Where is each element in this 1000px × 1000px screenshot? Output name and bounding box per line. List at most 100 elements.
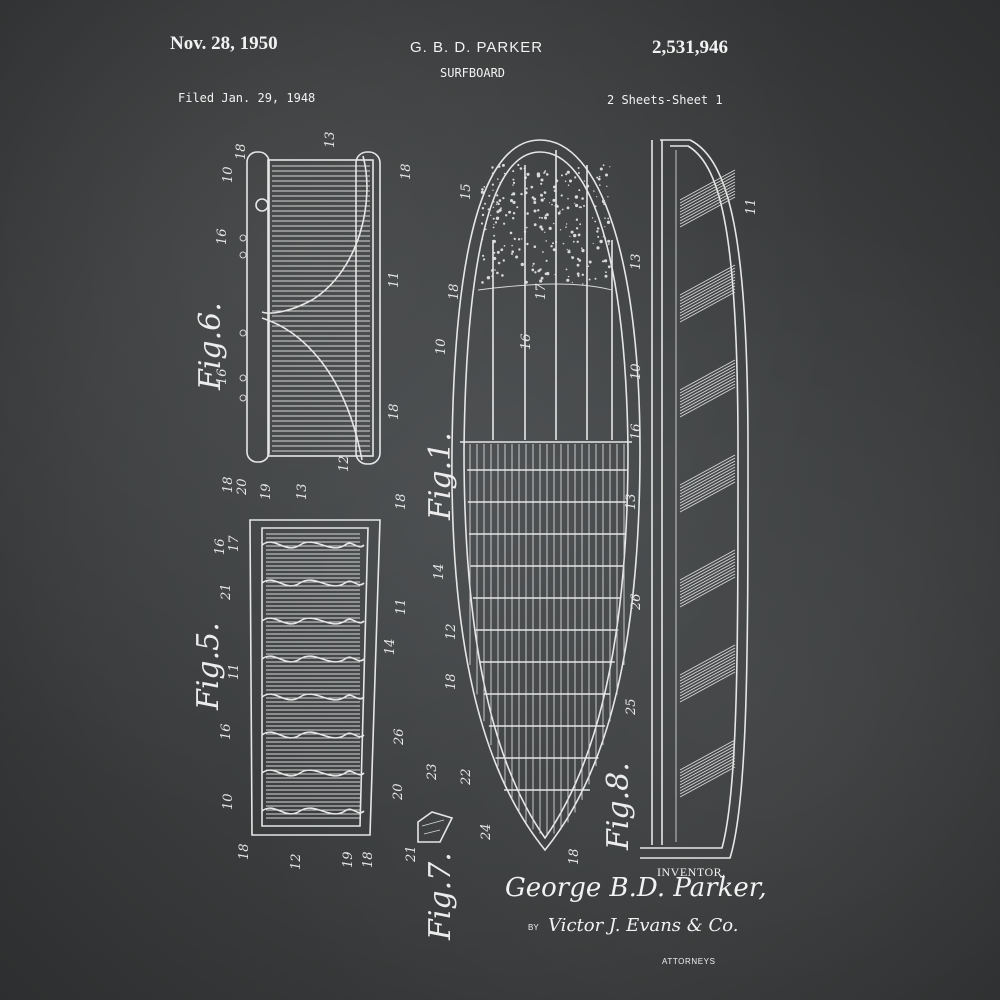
hatch-line [679,766,736,798]
hatch-line [679,288,736,320]
speckle-dot [484,228,487,231]
speckle-dot [493,251,496,254]
hatch-line [679,647,736,679]
speckle-dot [550,245,553,248]
ref-numeral: 12 [337,455,352,472]
ref-numeral: 20 [235,478,250,496]
speckle-dot [552,222,555,225]
speckle-dot [532,262,535,265]
corrugation-wave [261,655,365,663]
speckle-dot [488,194,491,197]
ref-numeral: 25 [624,698,639,716]
hatch-line [679,460,736,492]
hatch-line [679,760,736,792]
speckle-dot [526,226,528,229]
speckle-dot [539,279,543,283]
speckle-dot [492,217,495,220]
speckle-dot [566,248,568,251]
hatch-line [679,742,736,774]
speckle-dot [599,239,603,244]
speckle-dot [533,201,537,204]
speckle-dot [491,183,494,186]
speckle-dot [541,228,544,231]
speckle-dot [493,223,495,225]
speckle-dot [540,198,544,202]
ref-numeral: 10 [629,363,644,380]
ref-numeral: 21 [404,845,419,863]
speckle-dot [577,167,580,169]
speckle-dot [546,173,549,176]
hatch-line [679,362,736,394]
speckle-dot [512,170,515,173]
speckle-dot [541,216,544,219]
speckle-dot [551,203,553,206]
sheet-count: 2 Sheets-Sheet 1 [607,93,723,107]
speckle-dot [560,174,563,177]
hatch-line [679,181,736,213]
speckle-dot [481,188,484,191]
hatch-line [679,279,736,311]
ref-numeral: 12 [444,623,459,640]
ref-numeral: 13 [323,131,338,148]
ref-numeral: 18 [394,493,409,510]
speckle-dot [512,178,515,181]
speckle-dot [597,227,600,230]
figure-6-drawing [239,151,381,465]
ref-numeral: 13 [624,493,639,510]
hatch-line [679,267,736,299]
hatch-line [679,196,736,228]
attorneys-label: ATTORNEYS [662,957,716,966]
speckle-dot [581,249,585,253]
figure-8-label: Fig.8. [601,762,636,851]
speckle-dot [581,247,583,249]
hatch-line [679,561,736,593]
speckle-dot [514,238,516,241]
speckle-dot [598,175,601,178]
speckle-dot [569,179,572,183]
speckle-dot [564,180,567,183]
speckle-dot [544,217,547,220]
speckle-dot [512,181,516,184]
speckle-dot [607,217,610,220]
speckle-dot [540,193,543,197]
speckle-dot [496,250,500,254]
speckle-dot [533,223,537,227]
speckle-dot [575,227,579,230]
speckle-dot [545,240,547,242]
speckle-dot [486,276,491,280]
speckle-dot [575,203,579,208]
speckle-dot [496,201,499,204]
hatch-line [679,365,736,397]
speckle-dot [602,235,605,238]
corrugation-wave [261,807,365,815]
speckle-dot [591,217,594,219]
speckle-dot [492,200,495,203]
hatch-line [679,555,736,587]
speckle-dot [594,220,597,223]
ref-numeral: 13 [295,483,310,500]
speckle-dot [597,177,601,181]
speckle-dot [499,181,502,184]
corrugation-wave [261,731,365,739]
ref-numeral: 18 [387,403,402,420]
speckle-dot [538,216,541,219]
hatch-line [679,270,736,302]
ref-numeral: 10 [221,166,236,183]
hatch-line [679,172,736,204]
speckle-dot [491,166,494,169]
hatch-line [679,472,736,504]
speckle-dot [565,173,568,176]
speckle-dot [567,275,570,278]
speckle-dot [493,234,496,237]
hatch-line [679,285,736,317]
hatch-line [679,739,736,771]
hatch-line [679,665,736,697]
speckle-dot [487,208,490,211]
speckle-dot [496,194,499,197]
ref-numeral: 17 [227,535,242,552]
ref-numeral: 26 [392,728,407,746]
speckle-dot [501,163,505,167]
speckle-dot [581,197,584,200]
speckle-dot [501,274,504,277]
ref-numeral: 16 [519,333,534,350]
